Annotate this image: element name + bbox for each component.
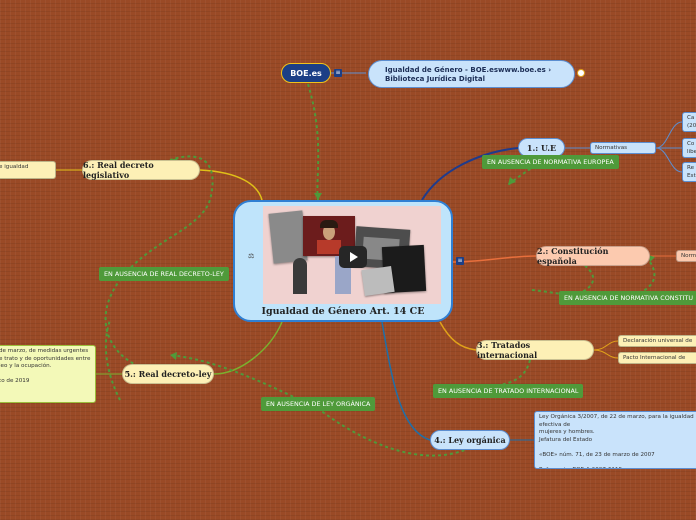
tag-ausencia-ley-organica[interactable]: EN AUSENCIA DE LEY ORGÁNICA — [261, 397, 376, 411]
topic-tratados[interactable]: 3.: Tratados internacional — [476, 340, 594, 360]
central-menu-icon[interactable]: ≡ — [456, 257, 464, 265]
link-globe-icon[interactable] — [577, 69, 585, 77]
topic-tratados-label: 3.: Tratados internacional — [477, 340, 538, 360]
tag-ausencia-normativa-constitucional[interactable]: EN AUSENCIA DE NORMATIVA CONSTITU — [559, 291, 696, 305]
play-icon — [350, 252, 358, 262]
topic-ue-label: 1.: U.E — [526, 142, 557, 153]
topic-constitucion-label: 2.: Constitución española — [537, 246, 609, 266]
topic-real-decreto-ley[interactable]: 5.: Real decreto-ley — [122, 364, 214, 384]
central-topic[interactable]: Igualdad de Género Art. 14 CE — [233, 200, 453, 322]
tag-ausencia-tratado[interactable]: EN AUSENCIA DE TRATADO INTERNACIONAL — [433, 384, 584, 398]
tag-ausencia-real-decreto-ley[interactable]: EN AUSENCIA DE REAL DECRETO-LEY — [99, 267, 229, 281]
arrowhead-central — [314, 193, 322, 200]
boe-menu-icon[interactable]: ≡ — [334, 69, 342, 77]
real-decreto-ley-detail[interactable]: de marzo, de medidas urgentes e trato y … — [0, 345, 96, 403]
connector-rdleg — [199, 169, 263, 201]
boe-label: BOE.es — [290, 68, 322, 78]
figure-woman — [293, 258, 307, 294]
boe-link-node[interactable]: Igualdad de Género - BOE.eswww.boe.es › … — [368, 60, 575, 88]
relation-rdl — [104, 155, 214, 371]
real-decreto-legislativo-detail[interactable]: e igualdad — [0, 161, 56, 179]
boe-node[interactable]: BOE.es — [281, 63, 331, 83]
photo-small — [361, 266, 395, 296]
connector-declaracion — [593, 340, 619, 351]
connector-ue-child-1 — [655, 121, 683, 149]
ue-child-3[interactable]: Re Est — [682, 162, 696, 182]
play-button[interactable] — [339, 246, 367, 268]
ley-organica-detail[interactable]: Ley Orgánica 3/2007, de 22 de marzo, par… — [534, 411, 696, 469]
relation-boe — [307, 83, 320, 201]
arrowhead-ue — [508, 177, 516, 185]
ue-child-2[interactable]: Co libe — [682, 138, 696, 158]
ue-child-1[interactable]: Ca (20 — [682, 112, 696, 132]
topic-ley-organica-label: 4.: Ley orgánica — [434, 435, 506, 445]
arrowhead-rdl — [170, 352, 177, 360]
relation-rdl-2 — [104, 319, 121, 401]
topic-real-decreto-legislativo[interactable]: 6.: Real decreto legislativo — [82, 160, 200, 180]
relation-ley-organica — [169, 354, 471, 457]
connector-tratados — [439, 321, 477, 351]
normativas-europeas-node[interactable]: Normativas europeas — [590, 142, 656, 154]
balance-icon: ⚖ — [248, 252, 255, 260]
central-image — [263, 206, 441, 304]
boe-link-text: Igualdad de Género - BOE.eswww.boe.es › … — [385, 66, 552, 84]
connector-constitucion — [452, 255, 537, 263]
topic-rdleg-label: 6.: Real decreto legislativo — [83, 160, 154, 180]
topic-ley-organica[interactable]: 4.: Ley orgánica — [430, 430, 510, 450]
relation-const-2 — [559, 261, 595, 301]
topic-constitucion[interactable]: 2.: Constitución española — [536, 246, 650, 266]
connector-pacto — [593, 349, 619, 359]
topic-rdl-label: 5.: Real decreto-ley — [124, 369, 212, 379]
declaracion-universal-node[interactable]: Declaración universal de lo — [618, 335, 696, 347]
connector-ley-organica — [381, 321, 431, 441]
pacto-internacional-node[interactable]: Pacto Internacional de Dere — [618, 352, 696, 364]
tag-ausencia-normativa-europea[interactable]: EN AUSENCIA DE NORMATIVA EUROPEA — [482, 155, 619, 169]
photo-left — [268, 210, 308, 264]
constitucion-child[interactable]: Norm — [676, 250, 696, 262]
connector-ue — [421, 147, 519, 201]
connector-ue-child-3 — [655, 147, 683, 173]
central-title: Igualdad de Género Art. 14 CE — [261, 306, 425, 317]
connector-rdl — [213, 321, 283, 375]
